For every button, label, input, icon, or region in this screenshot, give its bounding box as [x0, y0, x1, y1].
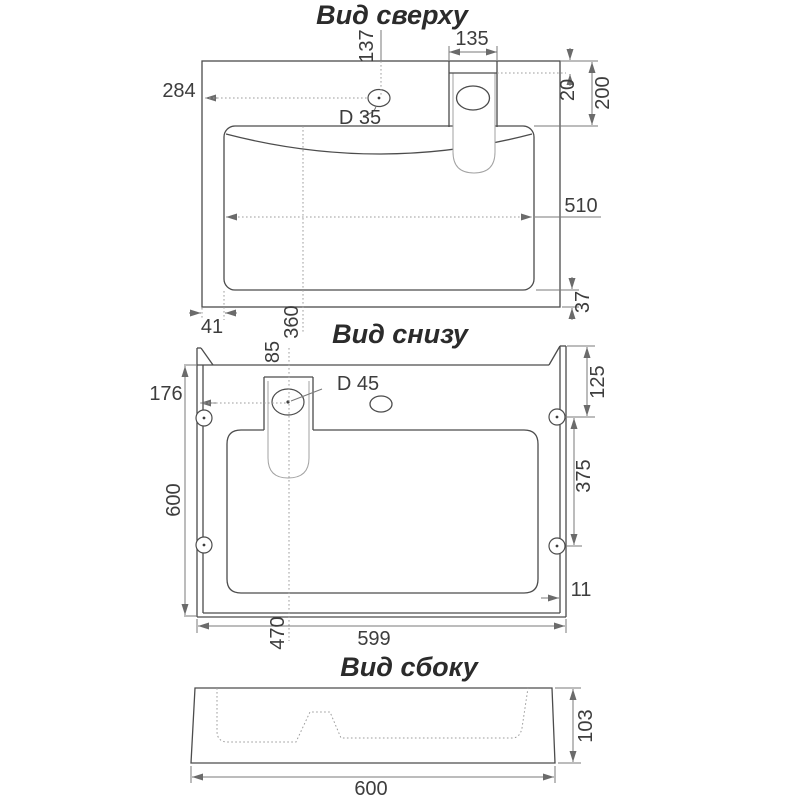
bottom-view-overflow-hole: [369, 395, 393, 413]
dim-599-label: 599: [357, 628, 390, 650]
dim-284-label: 284: [162, 80, 195, 102]
top-view-d35-hole: [362, 88, 391, 117]
dim-37-label: 37: [572, 291, 594, 313]
dim-137-label: 137: [356, 29, 378, 62]
dim-510-label: 510: [564, 195, 597, 217]
top-view-faucet-oval: [455, 85, 491, 111]
top-view-spout-pocket: [452, 73, 496, 174]
bottom-view-title: Вид снизу: [332, 319, 470, 349]
dim-11: 11: [541, 579, 592, 602]
dim-20-label: 20: [557, 79, 579, 101]
dim-135-label: 135: [455, 28, 488, 50]
side-view-hidden-bowl-contour: [216, 687, 529, 743]
dim-200: 200: [534, 62, 614, 127]
dim-137: 137: [356, 29, 382, 96]
side-view-outline: [190, 687, 556, 764]
bottom-view-mounting-holes: [195, 408, 566, 555]
dim-470-label: 470: [267, 616, 289, 649]
dim-176-label: 176: [149, 383, 182, 405]
top-view-faucet-platform: [448, 61, 566, 127]
dim-85: 85: [262, 341, 290, 641]
dim-176: 176: [149, 383, 288, 407]
top-view-hole-diameter-label: D 35: [339, 107, 381, 129]
dim-284: 284: [162, 80, 368, 102]
dim-135: 135: [448, 28, 498, 60]
dim-20: 20: [557, 48, 598, 101]
dim-599: 470 599: [196, 616, 567, 650]
bottom-view: Вид снизу D 4: [149, 319, 609, 650]
bottom-view-cavity: [226, 429, 539, 594]
side-view-title: Вид сбоку: [340, 652, 479, 682]
dim-103: 103: [555, 687, 597, 764]
dim-375-label: 375: [573, 459, 595, 492]
top-view: Вид сверху D 35 137: [162, 0, 614, 339]
dim-360: 360: [281, 126, 304, 339]
dim-360-label: 360: [281, 305, 303, 338]
dim-600-bottom: 600: [163, 364, 197, 617]
dim-600-side-label: 600: [354, 778, 387, 800]
dim-375: 375: [566, 418, 595, 547]
dim-85-label: 85: [262, 341, 284, 363]
top-view-bowl: [223, 125, 535, 291]
top-view-title: Вид сверху: [316, 0, 470, 30]
dim-11-label: 11: [571, 579, 592, 601]
dim-200-label: 200: [592, 76, 614, 109]
dim-600-label: 600: [163, 483, 185, 516]
dim-510: 510: [226, 195, 601, 221]
bottom-view-hole-diameter-label: D 45: [337, 373, 379, 395]
dim-103-label: 103: [575, 709, 597, 742]
dim-600-side: 600: [190, 766, 556, 800]
dim-41-label: 41: [201, 316, 223, 338]
dim-125-label: 125: [587, 365, 609, 398]
dim-41: 41: [189, 291, 237, 338]
dim-37: 37: [536, 277, 594, 320]
side-view: Вид сбоку 600 103: [190, 652, 597, 800]
dim-125: 125: [565, 345, 609, 418]
